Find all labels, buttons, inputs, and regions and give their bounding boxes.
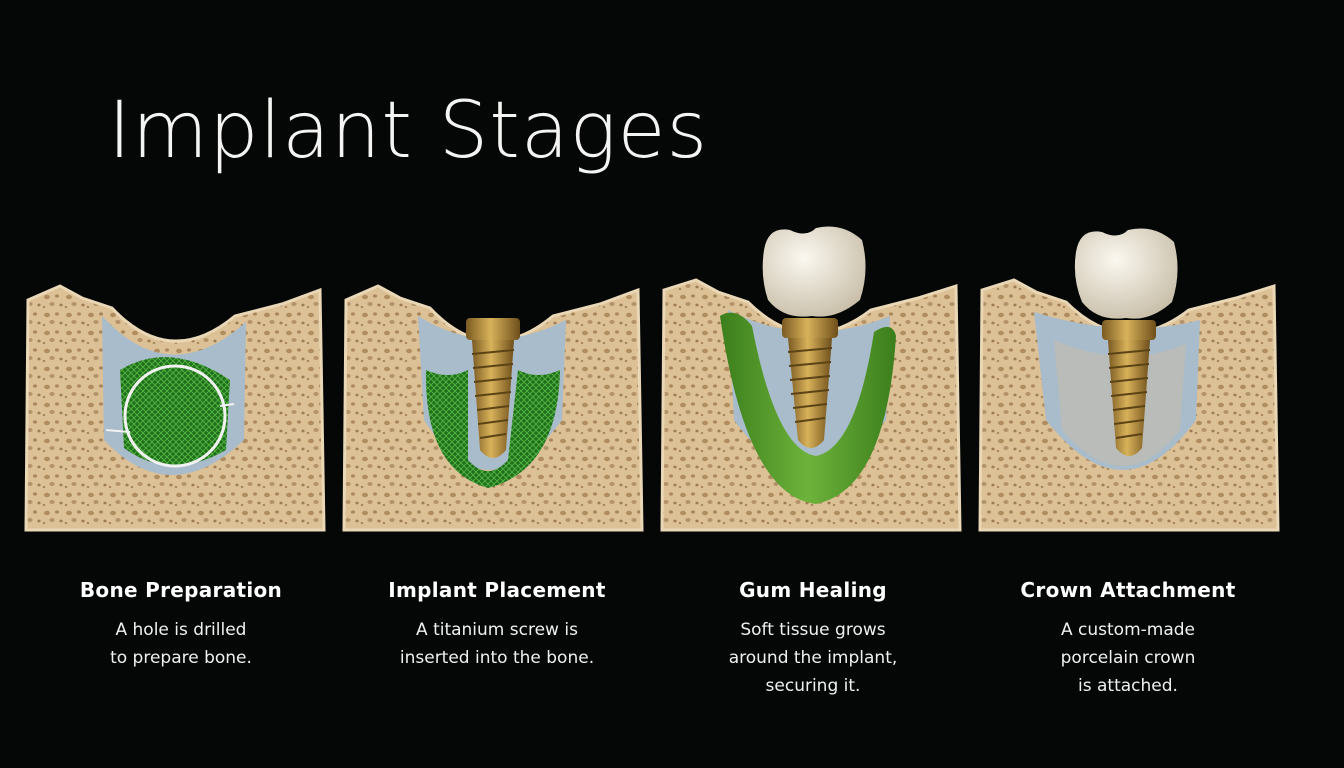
stage-description-line: A hole is drilled — [115, 620, 247, 640]
implant-placement-illustration — [338, 220, 648, 540]
bone-preparation-illustration — [20, 220, 330, 540]
stage-description-line: to prepare bone. — [110, 648, 252, 668]
stage-description-line: A custom-made — [1061, 620, 1195, 640]
stage-description-line: is attached. — [1078, 676, 1178, 696]
stage-description-line: A titanium screw is — [416, 620, 578, 640]
stage-caption-gum-healing: Gum Healing Soft tissue grows around the… — [663, 578, 963, 700]
stage-description-line: around the implant, — [728, 648, 898, 668]
gum-healing-illustration — [656, 220, 966, 540]
stage-description-line: inserted into the bone. — [399, 648, 595, 668]
stage-caption-bone-preparation: Bone Preparation A hole is drilled to pr… — [31, 578, 331, 672]
stage-heading: Gum Healing — [739, 578, 887, 602]
stage-description-line: porcelain crown — [1060, 648, 1196, 668]
stage-description-line: Soft tissue grows — [740, 620, 886, 640]
stage-caption-crown-attachment: Crown Attachment A custom-made porcelain… — [978, 578, 1278, 700]
page-title: Implant Stages — [108, 86, 709, 176]
stage-heading: Implant Placement — [388, 578, 606, 602]
stage-description-line: securing it. — [765, 676, 861, 696]
crown-attachment-illustration — [974, 220, 1284, 540]
stage-heading: Bone Preparation — [79, 578, 283, 602]
stage-caption-implant-placement: Implant Placement A titanium screw is in… — [347, 578, 647, 672]
stage-heading: Crown Attachment — [1020, 578, 1236, 602]
